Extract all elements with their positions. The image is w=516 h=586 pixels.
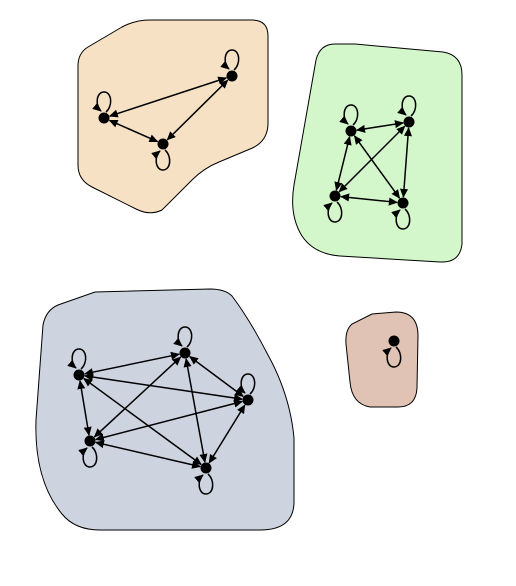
node-r1 <box>388 335 400 347</box>
self-loop-b2 <box>173 326 193 348</box>
node-g3 <box>329 190 341 202</box>
edge-g2-g4 <box>399 127 413 198</box>
self-loop-g1 <box>339 104 359 126</box>
region-brown <box>345 311 419 408</box>
self-loop-b3 <box>236 373 256 395</box>
self-loop-r1 <box>382 346 402 368</box>
edge-o1-o3 <box>108 119 159 143</box>
region-blue <box>35 288 295 531</box>
node-g1 <box>345 125 357 137</box>
edge-b4-b5 <box>94 440 202 469</box>
self-loop-b5 <box>194 473 214 495</box>
edges <box>77 76 413 469</box>
self-loop-b1 <box>67 348 87 370</box>
self-loop-g4 <box>391 208 411 230</box>
self-loop-g3 <box>323 201 343 223</box>
node-g2 <box>403 116 415 128</box>
node-b5 <box>200 462 212 474</box>
node-b4 <box>84 435 96 447</box>
edge-g2-g3 <box>338 125 406 193</box>
self-loop-o3 <box>151 149 171 171</box>
node-b2 <box>179 347 191 359</box>
self-loops <box>67 49 417 495</box>
regions <box>35 19 463 531</box>
node-b1 <box>73 369 85 381</box>
self-loop-b4 <box>78 446 98 468</box>
self-loop-o2 <box>220 49 240 71</box>
node-o1 <box>98 112 110 124</box>
self-loop-o1 <box>92 91 112 113</box>
edge-b3-b5 <box>208 404 246 464</box>
edge-o2-o3 <box>166 79 229 141</box>
node-g4 <box>397 197 409 209</box>
node-o2 <box>226 70 238 82</box>
node-o3 <box>157 138 169 150</box>
edge-g3-g4 <box>340 193 398 206</box>
node-b3 <box>242 394 254 406</box>
self-loop-g2 <box>397 95 417 117</box>
nodes <box>73 70 415 474</box>
